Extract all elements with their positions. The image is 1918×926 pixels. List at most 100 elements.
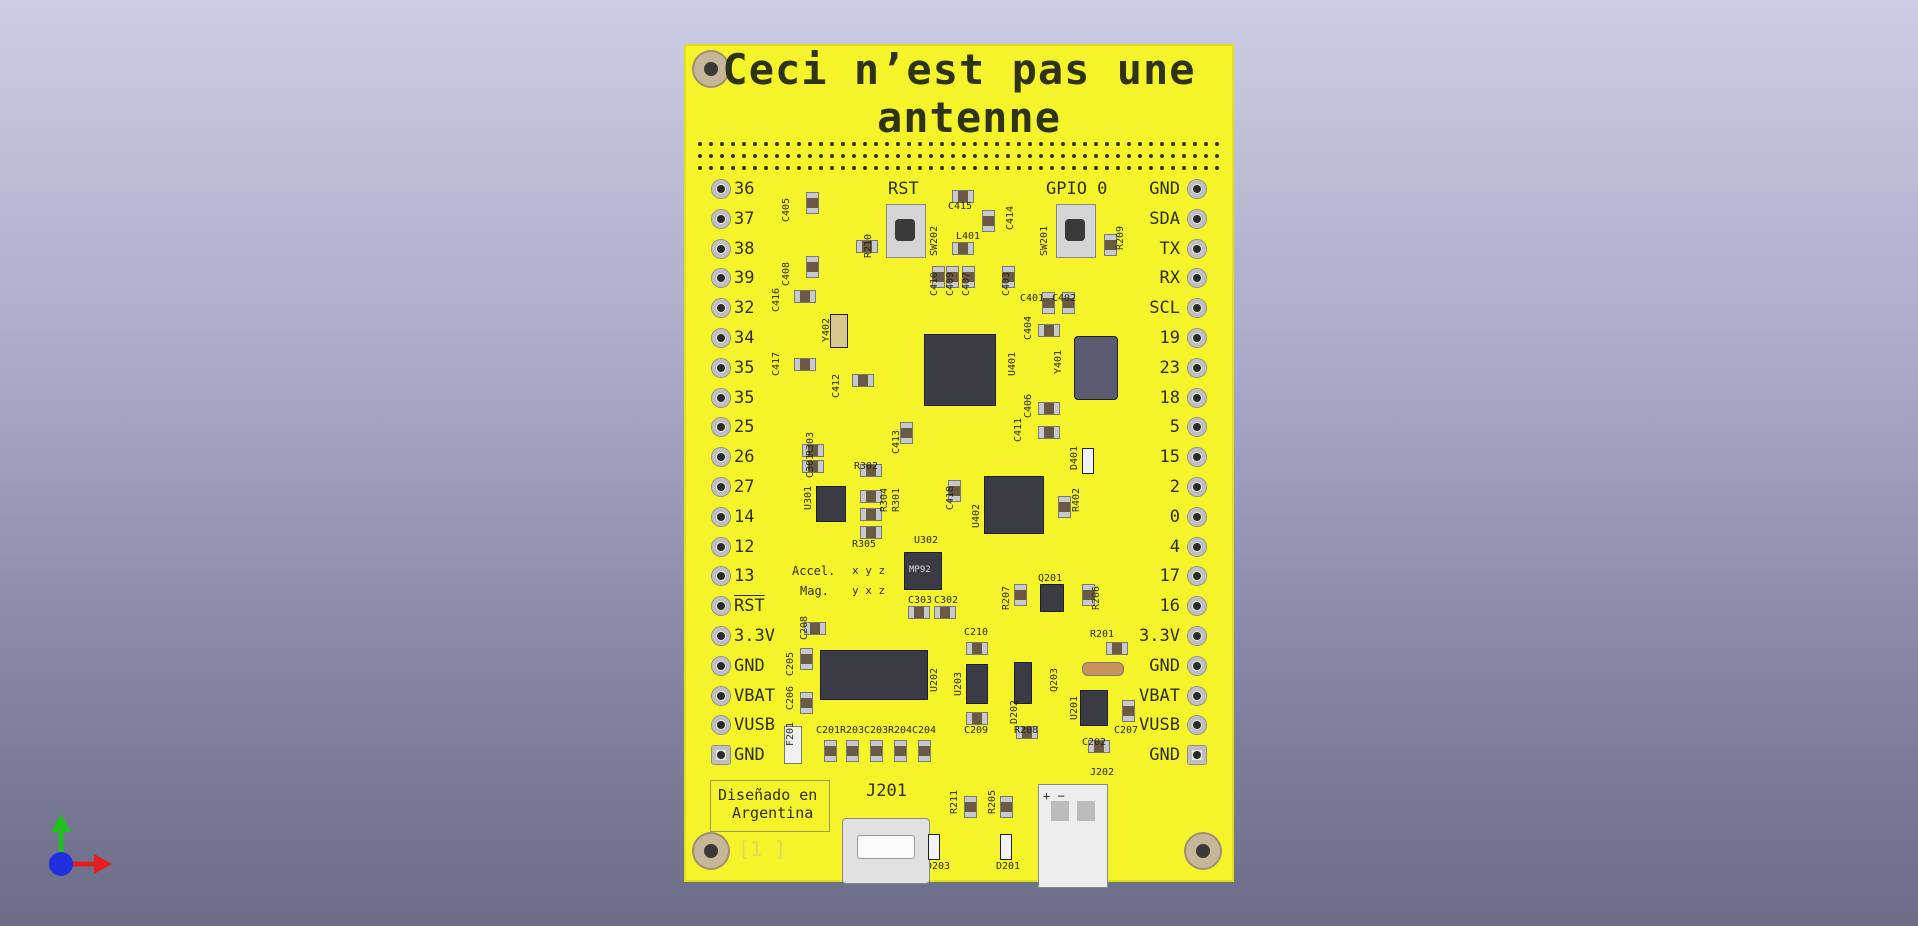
component-r204: [894, 740, 907, 762]
right-header-pin: [1188, 627, 1206, 645]
via: [951, 142, 955, 146]
ref-designator: U203: [953, 671, 964, 696]
component-c303: [908, 606, 930, 619]
via: [830, 154, 834, 158]
component-r302: [860, 464, 882, 477]
left-header-pin-label: VBAT: [734, 685, 775, 706]
usb-uart-chip-u202: [820, 650, 928, 700]
right-header-pin: [1188, 746, 1206, 765]
left-header-pin-label: 38: [734, 238, 755, 259]
via: [951, 154, 955, 158]
component-r205: [1000, 796, 1013, 818]
via: [1083, 166, 1087, 170]
via: [742, 154, 746, 158]
ref-designator: R207: [1001, 585, 1012, 610]
via: [819, 154, 823, 158]
via: [1017, 154, 1021, 158]
via: [863, 154, 867, 158]
ref-designator: C205: [785, 651, 796, 676]
via: [1160, 154, 1164, 158]
right-header-pin-label: VUSB: [1139, 715, 1180, 736]
via: [709, 166, 713, 170]
component-c408: [806, 256, 819, 278]
led-d203: [928, 834, 940, 860]
ref-designator: D202: [1009, 699, 1020, 724]
via: [929, 154, 933, 158]
ref-designator: D203: [926, 861, 951, 872]
via: [1215, 166, 1219, 170]
ref-designator: F201: [785, 721, 796, 746]
left-header-pin-label: VUSB: [734, 715, 775, 736]
left-header-pin-label: GND: [734, 655, 765, 676]
via: [1017, 142, 1021, 146]
component-c203: [870, 740, 883, 762]
right-header-pin: [1188, 478, 1206, 496]
mounting-hole-top-left: [694, 52, 728, 86]
via: [1149, 166, 1153, 170]
mag-axes: y x z: [852, 584, 886, 597]
left-header-pin: [712, 299, 730, 318]
left-header-pin: [712, 180, 730, 198]
via: [1215, 142, 1219, 146]
footer-text-box: [710, 780, 830, 832]
ref-designator: R303: [805, 431, 816, 456]
right-header-pin-label: SCL: [1149, 298, 1180, 319]
via: [1127, 154, 1131, 158]
via: [1193, 166, 1197, 170]
via: [1138, 142, 1142, 146]
via: [1050, 154, 1054, 158]
right-header-pin-label: 15: [1159, 447, 1180, 468]
right-header-pin-label: 18: [1159, 387, 1180, 408]
component-c204: [918, 740, 931, 762]
via: [841, 142, 845, 146]
ref-designator: U401: [1007, 351, 1018, 376]
right-header-pin: [1188, 448, 1206, 467]
component-r402: [1058, 496, 1071, 518]
via: [1083, 142, 1087, 146]
via: [1116, 142, 1120, 146]
via: [1160, 166, 1164, 170]
diode-d202: [1014, 662, 1032, 704]
usb-connector-j201[interactable]: [842, 818, 930, 884]
rst-button[interactable]: [886, 204, 926, 258]
left-header-pin: [712, 686, 730, 705]
ref-designator: C203: [864, 725, 889, 736]
right-header-pin-label: 5: [1169, 417, 1180, 438]
ref-designator: C302: [934, 595, 959, 606]
component-c201: [824, 740, 837, 762]
component-r208: [1016, 726, 1038, 739]
component-r203: [846, 740, 859, 762]
via: [1138, 154, 1142, 158]
via: [1061, 166, 1065, 170]
battery-connector-j202[interactable]: + −: [1038, 784, 1108, 888]
via: [786, 166, 790, 170]
left-header-pin: [712, 746, 730, 765]
ref-designator: C416: [771, 287, 782, 312]
via: [896, 142, 900, 146]
led-d401: [1082, 448, 1094, 474]
right-header-pin-label: 0: [1169, 506, 1180, 527]
via: [1127, 142, 1131, 146]
via: [962, 142, 966, 146]
via: [1160, 142, 1164, 146]
right-header-pin-label: 23: [1159, 357, 1180, 378]
ref-designator: D401: [1069, 445, 1080, 470]
left-header-pin-label: GND: [734, 745, 765, 766]
via: [830, 142, 834, 146]
via: [786, 142, 790, 146]
regulator-u203: [966, 664, 988, 704]
gpio0-button[interactable]: [1056, 204, 1096, 258]
ref-designator: R210: [863, 233, 874, 258]
component-r305: [860, 526, 882, 539]
via: [1105, 142, 1109, 146]
via: [709, 142, 713, 146]
via: [775, 142, 779, 146]
component-c418: [948, 480, 961, 502]
right-header-pin-label: 19: [1159, 328, 1180, 348]
component-c407: [962, 266, 975, 288]
component-c208: [804, 622, 826, 635]
right-header-pin: [1188, 299, 1206, 318]
via: [896, 154, 900, 158]
via: [797, 154, 801, 158]
